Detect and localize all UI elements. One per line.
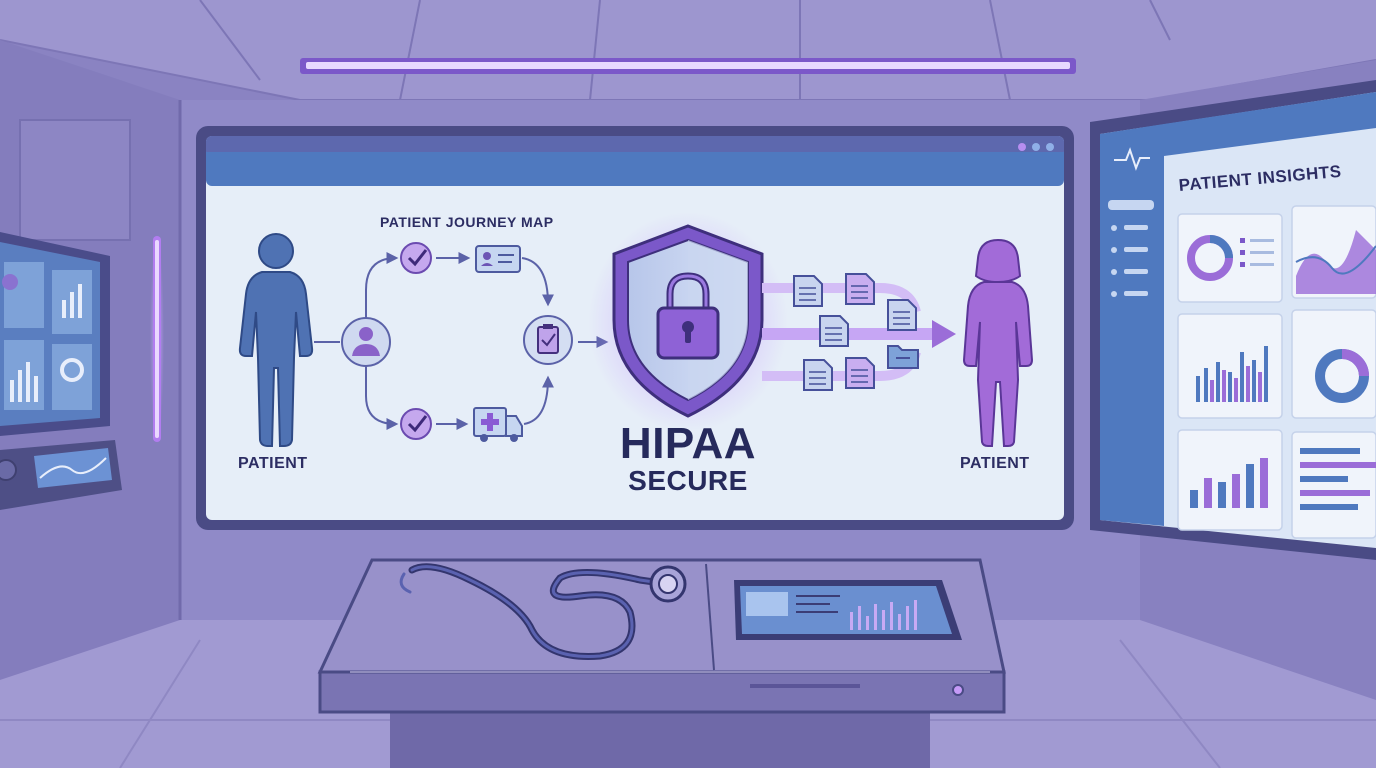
checkmark-icon bbox=[400, 242, 432, 274]
window-dot-icon[interactable] bbox=[1032, 143, 1040, 151]
checkmark-icon bbox=[400, 408, 432, 440]
ambulance-icon bbox=[473, 407, 523, 442]
window-dot-icon[interactable] bbox=[1046, 143, 1054, 151]
left-monitor bbox=[0, 232, 122, 510]
heartbeat-icon bbox=[1114, 147, 1150, 171]
avatar-icon bbox=[341, 317, 391, 367]
secure-heading: SECURE bbox=[628, 465, 748, 496]
insights-monitor bbox=[1090, 80, 1376, 560]
right-patient-label: PATIENT bbox=[960, 455, 1030, 472]
document-icon bbox=[793, 273, 917, 391]
document-lines bbox=[799, 285, 910, 385]
stethoscope-chestpiece-icon bbox=[649, 565, 687, 603]
id-card-icon bbox=[475, 245, 521, 273]
patient-figure-icon bbox=[238, 233, 314, 447]
window-dot-icon[interactable] bbox=[1018, 143, 1026, 151]
shield-lock-icon bbox=[588, 212, 788, 432]
left-patient-label: PATIENT bbox=[238, 455, 308, 472]
clipboard-icon bbox=[523, 315, 573, 365]
folder-icon bbox=[887, 345, 919, 369]
patient-figure-icon bbox=[962, 238, 1034, 447]
hipaa-heading: HIPAA bbox=[619, 419, 757, 468]
journey-map-title: PATIENT JOURNEY MAP bbox=[380, 214, 554, 230]
stethoscope-tube-highlight bbox=[399, 565, 656, 658]
